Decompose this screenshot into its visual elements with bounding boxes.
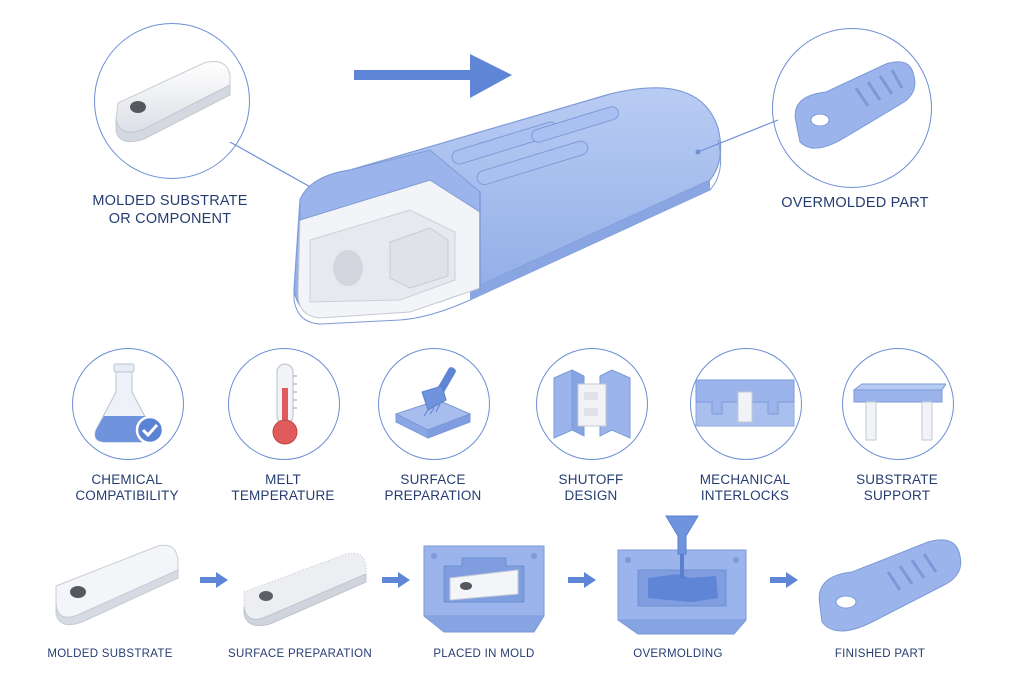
process-label-molded-substrate: MOLDED SUBSTRATE	[47, 648, 173, 660]
shutoff-block-icon	[553, 369, 631, 439]
flask-check-icon	[94, 363, 165, 445]
substrate-component-icon	[115, 61, 231, 143]
process-arrow-icon	[568, 572, 598, 588]
process-arrow-icon	[770, 572, 800, 588]
overmolded-part-illustration	[293, 87, 722, 325]
process-overmolding-icon	[617, 515, 747, 635]
overmolded-part-icon	[794, 61, 916, 149]
substrate-label: MOLDED SUBSTRATE OR COMPONENT	[92, 193, 248, 227]
consideration-circle-support	[842, 348, 954, 460]
direction-arrow-icon	[354, 54, 512, 98]
process-arrow-icon	[382, 572, 412, 588]
process-label-finished-part: FINISHED PART	[834, 648, 926, 660]
process-finished-part-icon	[818, 539, 962, 632]
interlock-icon	[695, 379, 795, 427]
thermometer-icon	[272, 363, 298, 445]
process-label-placed-in-mold: PLACED IN MOLD	[433, 648, 535, 660]
overmolded-leader-line	[695, 119, 779, 155]
support-bench-icon	[852, 383, 946, 441]
process-molded-substrate-icon	[55, 544, 179, 626]
process-surface-prep-icon	[243, 552, 367, 627]
overmolded-label: OVERMOLDED PART	[781, 195, 929, 211]
brush-surface-icon	[394, 367, 472, 439]
process-label-overmolding: OVERMOLDING	[633, 648, 723, 660]
process-placed-in-mold-icon	[423, 545, 545, 633]
process-arrow-icon	[200, 572, 230, 588]
process-label-surface-prep: SURFACE PREPARATION	[228, 648, 372, 660]
